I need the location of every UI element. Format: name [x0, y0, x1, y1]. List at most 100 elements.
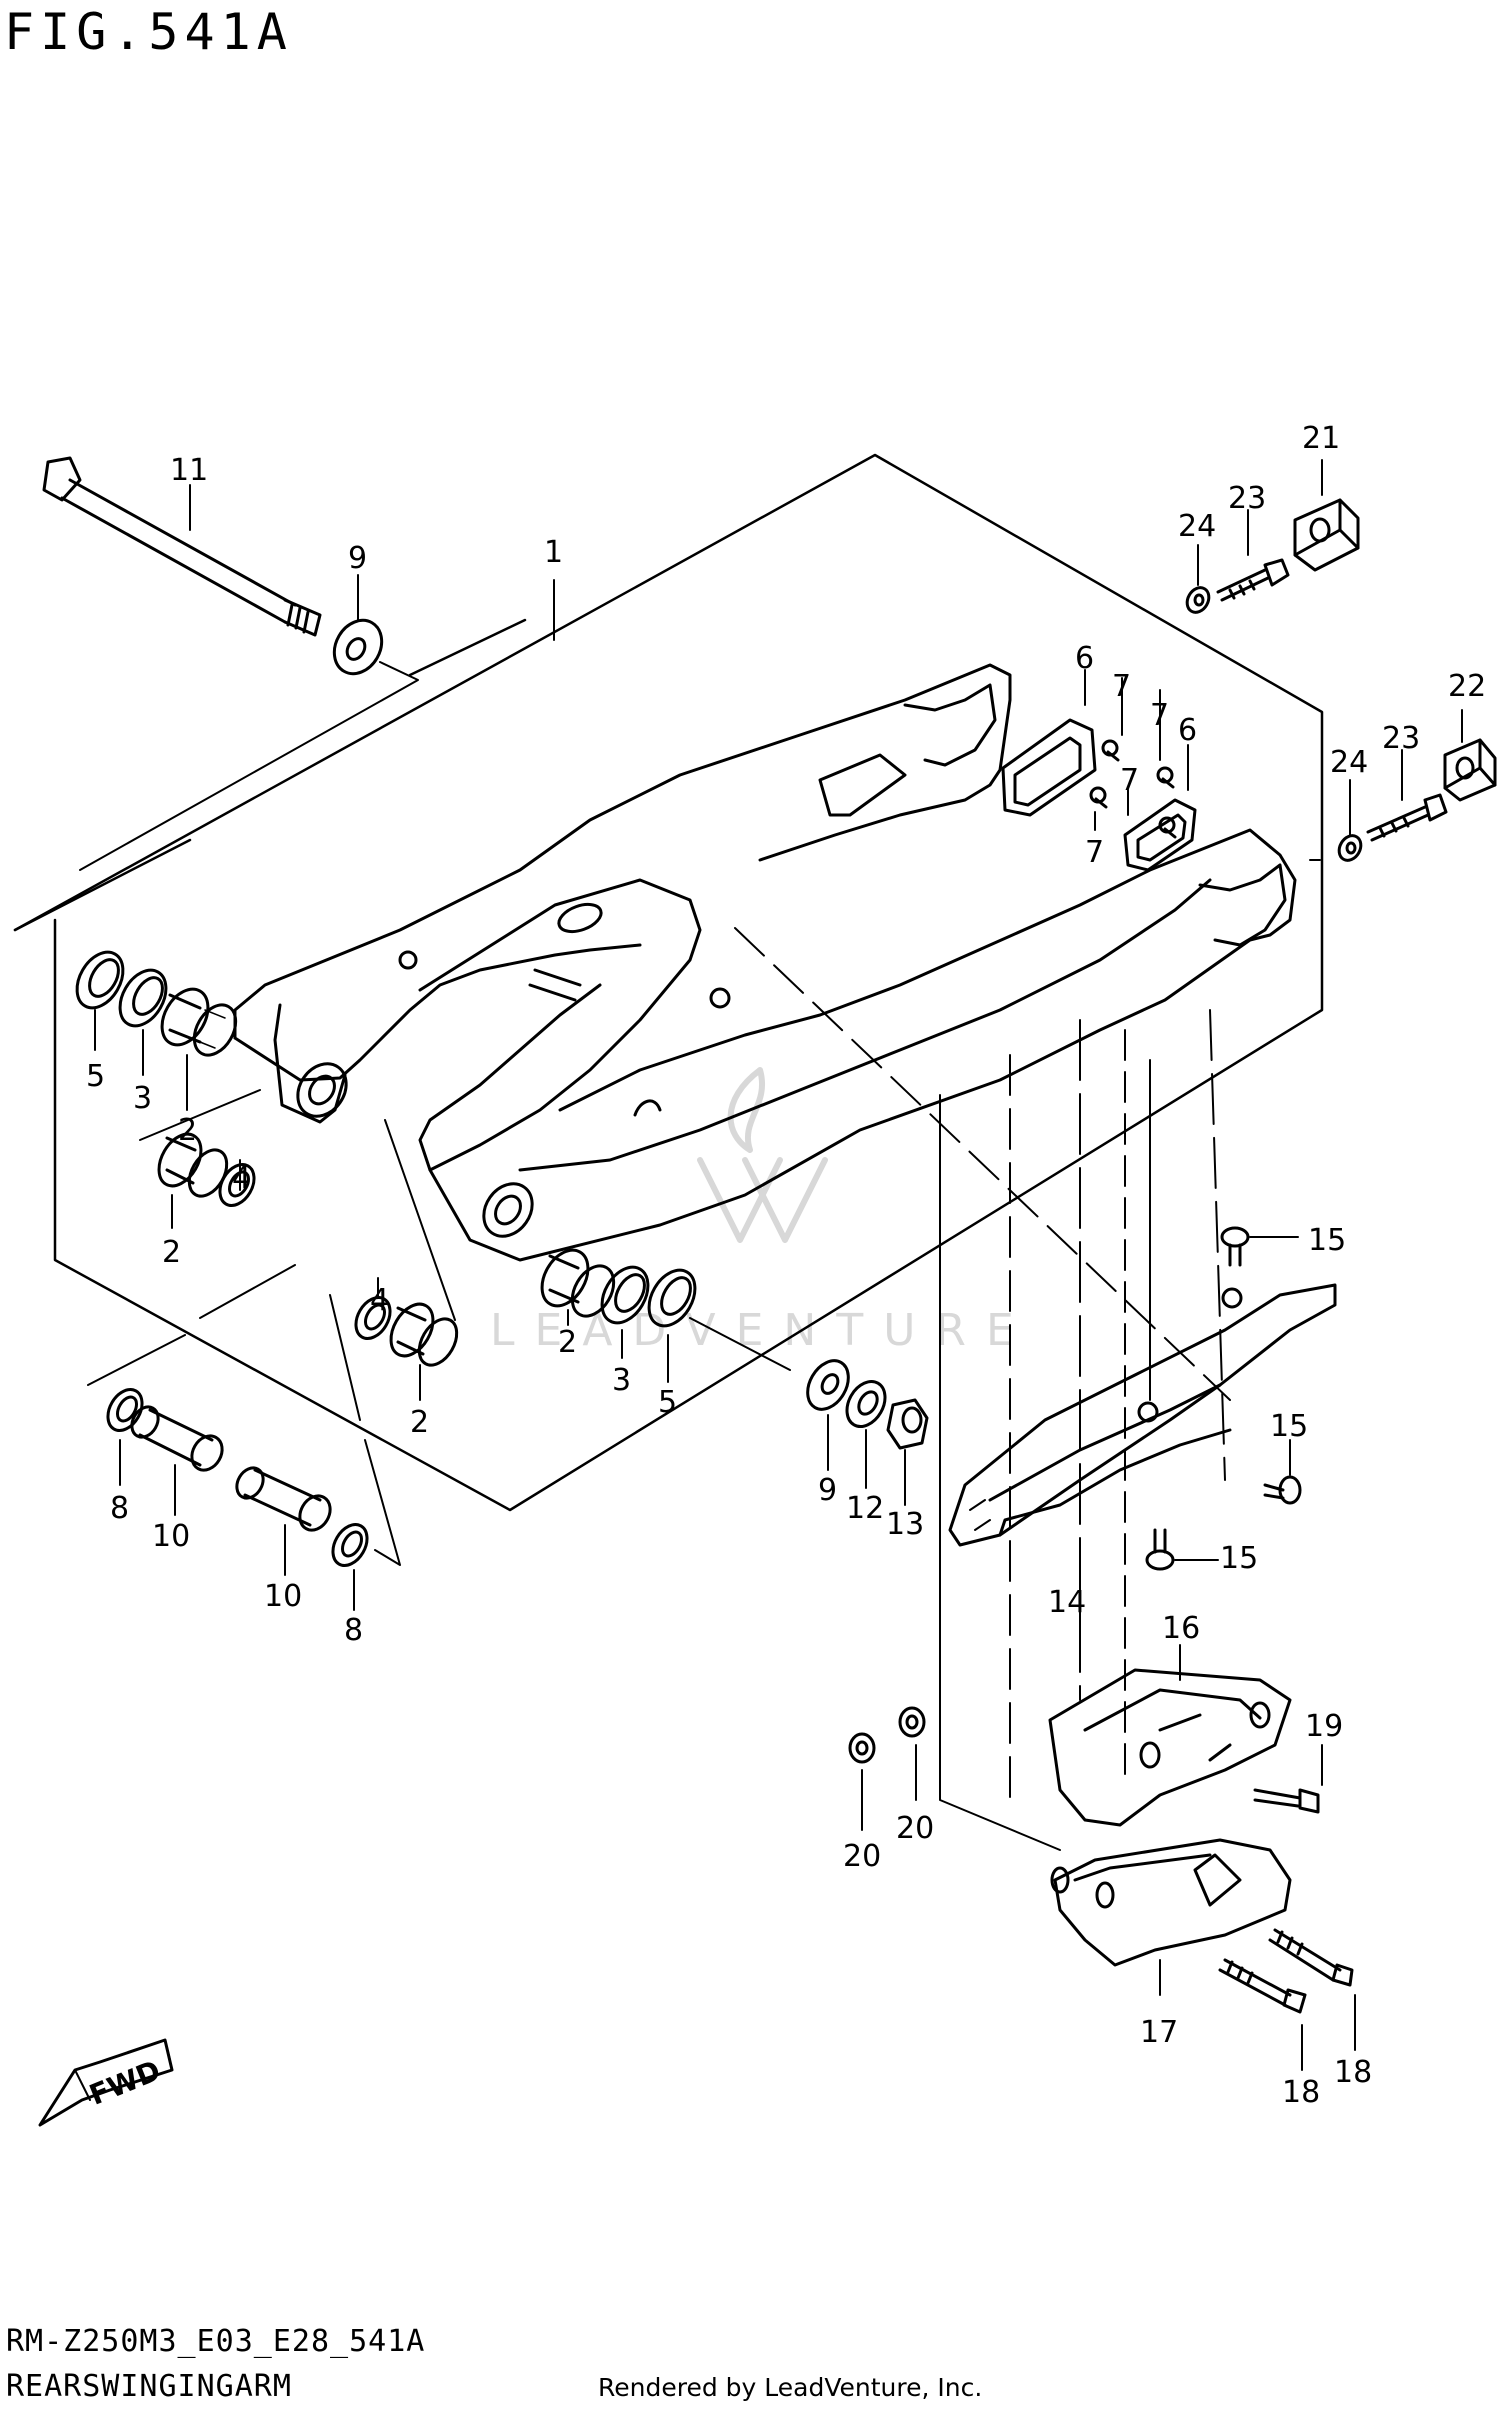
callout-12: 12	[846, 1491, 884, 1526]
spacer-part-3-left	[118, 968, 168, 1028]
leader-line	[119, 1439, 355, 1611]
callout-8: 8	[344, 1613, 363, 1648]
adjuster-plate-part-6-left	[1001, 718, 1097, 817]
callout-2: 2	[410, 1405, 429, 1440]
dust-seal-part-8-left	[106, 1388, 144, 1432]
callout-10: 10	[152, 1519, 190, 1554]
alignment-lines	[734, 859, 1321, 1851]
swingarm-upper-outline	[233, 663, 1012, 1040]
leader-line	[1079, 1236, 1299, 1581]
figure-title: FIG.541A	[4, 3, 293, 61]
callout-20: 20	[896, 1811, 934, 1846]
callout-7: 7	[1120, 763, 1139, 798]
adjuster-bolt-part-23-lower	[1366, 793, 1448, 842]
swingarm-right-arm	[428, 828, 1297, 1262]
adjuster-bolt-part-23-upper	[1216, 558, 1290, 602]
callout-23: 23	[1382, 721, 1420, 756]
chain-guide-part-17	[1050, 1838, 1292, 1967]
callout-23: 23	[1228, 481, 1266, 516]
bolt-part-19	[1253, 1788, 1320, 1814]
pivot-bore-right	[482, 1182, 534, 1238]
callout-15: 15	[1308, 1223, 1346, 1258]
callout-1: 1	[544, 535, 563, 570]
nut-part-13	[886, 1398, 929, 1450]
swingarm-right-arm-inner	[518, 878, 1212, 1172]
screw-part-15-bottom	[1145, 1528, 1175, 1571]
callout-7: 7	[1085, 835, 1104, 870]
callout-10: 10	[264, 1579, 302, 1614]
callout-13: 13	[886, 1507, 924, 1542]
leader-line	[94, 1009, 188, 1111]
bolt-part-7	[1089, 739, 1177, 839]
chain-guide-part-16	[1048, 1668, 1292, 1827]
nut-part-20-right	[898, 1706, 926, 1738]
chain-adjuster-part-21	[1293, 498, 1360, 572]
dust-seal-part-8-right	[331, 1523, 369, 1567]
watermark-logo	[697, 1067, 828, 1243]
swingarm-cross-member	[418, 878, 702, 1172]
seal-part-4-center	[354, 1296, 392, 1340]
callout-5: 5	[658, 1385, 677, 1420]
callout-18: 18	[1282, 2075, 1320, 2110]
seal-part-4-lower-left	[218, 1163, 256, 1207]
washer-part-12	[845, 1380, 887, 1428]
swingarm-hole	[398, 950, 418, 970]
swingarm-part-1	[233, 663, 1297, 1262]
callout-5: 5	[86, 1059, 105, 1094]
leader-line	[861, 1644, 1356, 2071]
group-bracket	[87, 1334, 401, 1566]
callout-2: 2	[558, 1325, 577, 1360]
leader-line	[79, 661, 419, 871]
leader-line	[171, 1159, 241, 1229]
callout-3: 3	[133, 1081, 152, 1116]
oil-seal-part-5-right	[647, 1268, 697, 1328]
adjuster-plate-part-6-right	[1123, 798, 1197, 872]
swingarm-axle-slot-left	[903, 683, 997, 767]
render-credit: Rendered by LeadVenture, Inc.	[598, 2373, 983, 2402]
needle-bearing-part-2-left	[160, 987, 238, 1057]
section-name: REARSWINGINGARM	[6, 2369, 292, 2404]
callout-16: 16	[1162, 1611, 1200, 1646]
callout-24: 24	[1178, 509, 1216, 544]
group-bracket	[139, 1089, 296, 1319]
callout-2: 2	[178, 1113, 197, 1148]
washer-part-9-lower	[806, 1359, 850, 1411]
callout-9: 9	[348, 541, 367, 576]
callout-7: 7	[1112, 669, 1131, 704]
forward-arrow-icon	[38, 2038, 174, 2127]
callout-6: 6	[1075, 641, 1094, 676]
leader-line	[689, 1317, 791, 1371]
collar-part-10-left	[130, 1405, 224, 1472]
assembly-boundary	[13, 453, 1324, 1512]
swingarm-upper-guide	[818, 753, 907, 817]
callout-14: 14	[1048, 1585, 1086, 1620]
pivot-bore-left	[296, 1062, 348, 1118]
swingarm-hole	[709, 987, 731, 1009]
leader-line	[1197, 459, 1463, 836]
washer-part-24-upper	[1185, 586, 1211, 614]
callout-18: 18	[1334, 2055, 1372, 2090]
screw-part-15-top	[1220, 1226, 1250, 1267]
callout-22: 22	[1448, 669, 1486, 704]
link-mount-boss	[557, 902, 603, 934]
callout-4: 4	[370, 1283, 389, 1318]
callout-21: 21	[1302, 421, 1340, 456]
leader-line	[567, 1309, 669, 1383]
pivot-bore-left-inner	[308, 1074, 336, 1106]
washer-part-24-lower	[1337, 834, 1363, 862]
callout-15: 15	[1270, 1409, 1308, 1444]
needle-bearing-part-2-right	[540, 1248, 616, 1318]
callout-8: 8	[110, 1491, 129, 1526]
callout-4: 4	[232, 1161, 251, 1196]
needle-bearing-part-2-center	[389, 1302, 459, 1367]
callout-17: 17	[1140, 2015, 1178, 2050]
callout-9: 9	[818, 1473, 837, 1508]
bolt-part-18-lower	[1218, 1958, 1307, 2014]
swingarm-left-arm	[233, 943, 642, 1082]
callout-7: 7	[1150, 698, 1169, 733]
callout-11: 11	[170, 453, 208, 488]
pivot-bore-right-inner	[494, 1194, 522, 1226]
spacer-part-3-right	[600, 1265, 650, 1325]
